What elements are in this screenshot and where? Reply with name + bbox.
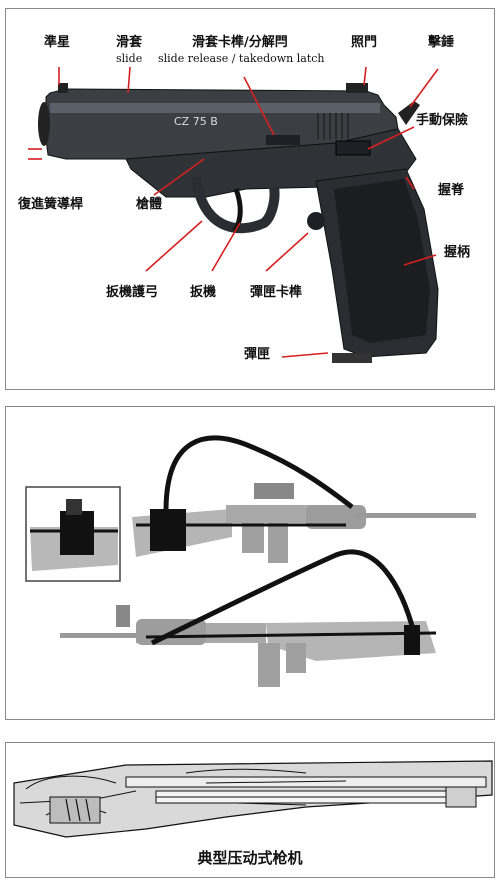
rifle-sling-illustration xyxy=(25,435,476,687)
shotgun-cutaway-illustration xyxy=(13,760,493,838)
rear-sight-shape xyxy=(346,83,368,93)
upper-sling xyxy=(163,435,354,512)
pistol-diagram-panel: CZ 75 B 準星 滑套 slide 滑套卡榫/分解閂 slide relea… xyxy=(5,8,495,390)
rifle-sling-diagram-panel xyxy=(5,406,495,720)
lower-sling xyxy=(150,549,417,646)
label-manual-safety: 手動保險 xyxy=(416,113,469,128)
leader-lines xyxy=(28,66,439,358)
label-frame: 槍體 xyxy=(136,197,163,212)
label-front-sight: 準星 xyxy=(44,35,71,50)
label-slide-en: slide xyxy=(116,52,143,65)
label-rear-sight: 照門 xyxy=(351,35,378,50)
front-sight-shape xyxy=(58,83,68,93)
label-slide-zh: 滑套 xyxy=(116,35,143,50)
upper-rifle-shape xyxy=(132,483,476,563)
label-recoil-spring-guide: 復進簧導桿 xyxy=(18,197,84,212)
label-grip: 握柄 xyxy=(444,245,471,260)
label-magazine: 彈匣 xyxy=(244,347,271,362)
shotgun-caption: 典型压动式枪机 xyxy=(197,849,303,867)
label-slide-release-zh: 滑套卡榫/分解閂 xyxy=(192,35,288,50)
pistol-illustration: CZ 75 B xyxy=(28,66,439,363)
label-trigger: 扳機 xyxy=(190,285,217,300)
magazine-base-shape xyxy=(332,353,372,363)
label-magazine-catch: 彈匣卡榫 xyxy=(250,285,303,300)
model-marking-text: CZ 75 B xyxy=(174,115,218,128)
shotgun-diagram-panel: 典型压动式枪机 xyxy=(5,742,495,878)
lower-rifle-shape xyxy=(60,605,436,687)
label-grip-tang: 握脊 xyxy=(438,183,465,198)
label-slide-release-en: slide release / takedown latch xyxy=(158,52,325,65)
label-hammer: 擊錘 xyxy=(428,35,455,50)
label-trigger-guard: 扳機護弓 xyxy=(106,285,159,300)
